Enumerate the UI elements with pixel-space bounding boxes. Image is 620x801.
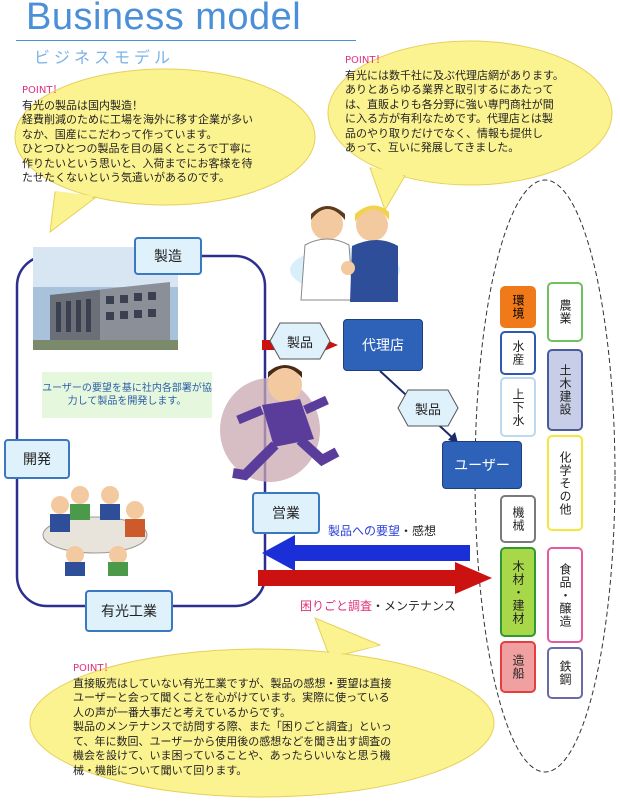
bubble-line: 人の声が一番大事だと考えているからです。: [73, 706, 478, 721]
product-label-2: 製品: [396, 388, 460, 428]
survey-caption: 困りごと調査・メンテナンス: [300, 597, 456, 614]
bubble-line: 有光の製品は国内製造！: [22, 99, 302, 114]
industry-tag: 農業: [547, 282, 583, 342]
industry-tag: 上下水: [500, 377, 536, 437]
point-label: POINT！: [73, 662, 478, 677]
industry-tag: 水産: [500, 331, 536, 375]
feedback-rest: ・感想: [400, 524, 436, 538]
left-bubble-text: POINT！ 有光の製品は国内製造！ 経費削減のために工場を海外に移す企業が多い…: [22, 84, 302, 186]
feedback-arrow: [262, 535, 470, 571]
development-box: 開発: [4, 439, 70, 479]
bubble-line: 作りたいという思いと、入荷までにお客様を待: [22, 157, 302, 172]
bubble-line: 製品のメンテナンスで訪問する際、また「困りごと調査」といっ: [73, 720, 478, 735]
bubble-line: なか、国産にこだわって作っています。: [22, 128, 302, 143]
industry-tag: 土木建設: [547, 349, 583, 431]
company-box: 有光工業: [85, 590, 173, 632]
agency-box: 代理店: [343, 319, 423, 371]
point-label: POINT！: [22, 84, 302, 99]
industry-tag: 環境: [500, 286, 536, 328]
survey-rest: ・メンテナンス: [372, 599, 456, 613]
bubble-line: に入る方が有利なためです。代理店とは製: [345, 112, 610, 127]
bubble-line: は、直販よりも各分野に強い専門商社が間: [345, 98, 610, 113]
bottom-bubble-text: POINT！ 直接販売はしていない有光工業ですが、製品の感想・要望は直接 ユーザ…: [73, 662, 478, 778]
bubble-line: 経費削減のために工場を海外に移す企業が多い: [22, 113, 302, 128]
right-bubble-text: POINT！ 有光には数千社に及ぶ代理店網があります。 ありとあらゆる業界と取引…: [345, 54, 610, 156]
industry-tag: 鉄鋼: [547, 647, 583, 699]
bubble-line: て、年に数回、ユーザーから使用後の感想などを聞き出す調査の: [73, 735, 478, 750]
feedback-highlight: 製品への要望: [328, 524, 400, 538]
bubble-line: たせたくないという気遣いがあるのです。: [22, 171, 302, 186]
handshake-illustration: [290, 205, 400, 302]
product-label-1: 製品: [268, 321, 332, 361]
bubble-line: 械・機能について聞いて回ります。: [73, 764, 478, 779]
industry-tag: 化学その他: [547, 435, 583, 531]
bubble-line: 直接販売はしていない有光工業ですが、製品の感想・要望は直接: [73, 677, 478, 692]
industry-tag: 食品・醸造: [547, 547, 583, 643]
user-box: ユーザー: [442, 441, 522, 489]
bubble-line: 有光には数千社に及ぶ代理店網があります。: [345, 69, 610, 84]
development-note: ユーザーの要望を基に社内各部署が協力して製品を開発します。: [42, 372, 212, 418]
point-label: POINT！: [345, 54, 610, 69]
industry-tag: 木材・建材: [500, 547, 536, 637]
bubble-line: 機会を設けて、いま困っていることや、あったらいいなと思う機: [73, 749, 478, 764]
sales-box: 営業: [252, 492, 320, 534]
bubble-line: ありとあらゆる業界と取引するにあたって: [345, 83, 610, 98]
bubble-line: 品のやり取りだけでなく、情報も提供し: [345, 127, 610, 142]
meeting-illustration: [43, 486, 147, 576]
feedback-caption: 製品への要望・感想: [328, 522, 436, 539]
survey-highlight: 困りごと調査: [300, 599, 372, 613]
running-salesman-illustration: [220, 365, 337, 482]
manufacturing-box: 製造: [134, 237, 202, 275]
bubble-line: あって、互いに発展してきました。: [345, 141, 610, 156]
industry-tag: 機械: [500, 495, 536, 543]
bubble-line: ユーザーと会って聞くことを心がけています。実際に使っている: [73, 691, 478, 706]
industry-tag: 造船: [500, 641, 536, 693]
bubble-line: ひとつひとつの製品を目の届くところで丁寧に: [22, 142, 302, 157]
